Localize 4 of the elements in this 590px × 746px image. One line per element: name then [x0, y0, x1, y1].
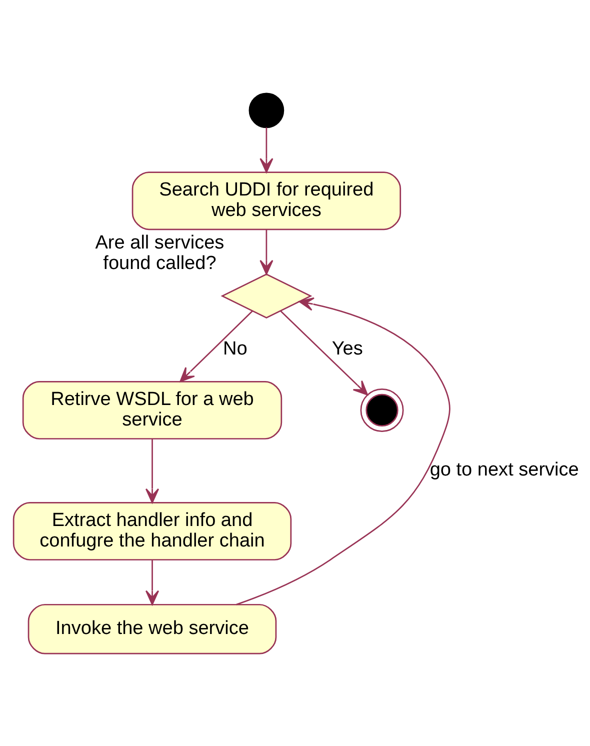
- edge-label: No: [223, 338, 248, 360]
- node-label: Are all services found called?: [95, 232, 224, 274]
- edge-label: go to next service: [430, 459, 579, 480]
- edge-label: Yes: [332, 338, 363, 360]
